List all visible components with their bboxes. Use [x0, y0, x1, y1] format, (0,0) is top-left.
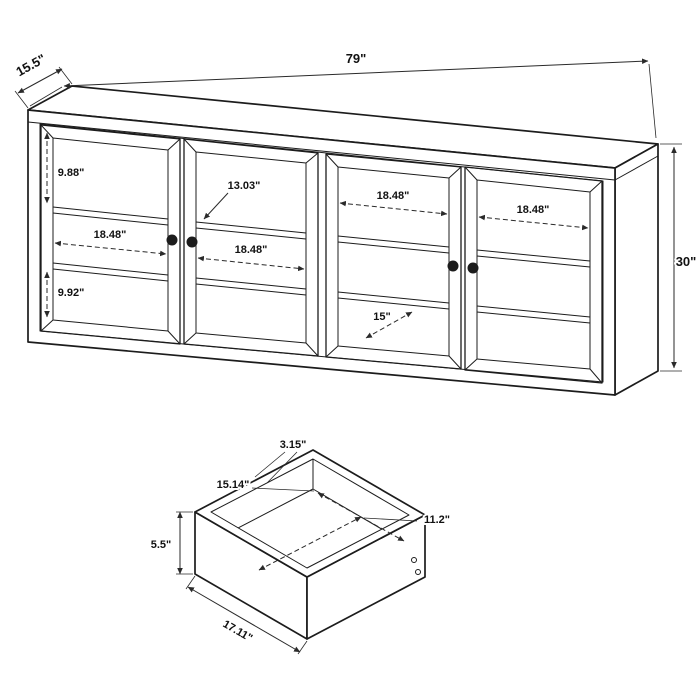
door-1-knob: [166, 234, 178, 246]
door-4-knob: [467, 262, 479, 274]
drawer-body: [194, 449, 426, 640]
door-2: [183, 138, 319, 357]
drawer-interior-width-label: 15.14": [217, 479, 250, 491]
dowel-hole-1: [411, 557, 417, 563]
door-1-shelf-lines: [52, 206, 169, 282]
interior-depth-label: 15": [373, 311, 390, 323]
dim-overall-width: 79": [29, 49, 657, 139]
top-slab-fascia-line: [27, 121, 616, 181]
door-3-knob: [447, 260, 459, 272]
dim-opening2-width: 18.48": [197, 242, 305, 272]
drawer-figure: 3.15" 15.14" 11.2" 5.5" 17.11": [149, 437, 452, 655]
door-2-knob: [186, 236, 198, 248]
dim-overall-height: 30": [660, 143, 698, 372]
dim-drawer-wall-thickness: 3.15": [254, 437, 308, 484]
dim-drawer-interior-depth: 11.2": [258, 512, 452, 571]
drawer-wall-thickness-label: 3.15": [280, 439, 307, 451]
dim-opening1-width: 18.48": [54, 227, 167, 257]
cabinet-front-face: [27, 109, 616, 396]
drawer-interior-depth-label: 11.2": [424, 514, 450, 526]
dim-upper-opening-height: 9.88": [44, 132, 86, 204]
door-4: [464, 166, 603, 384]
top-slab-side-line: [614, 155, 659, 181]
dim-opening3-width: 18.48": [339, 188, 448, 217]
dim-drawer-height: 5.5": [149, 511, 193, 575]
dim-opening4-width: 18.48": [478, 202, 589, 231]
drawer-floor: [211, 488, 409, 568]
door-3-shelf-lines: [337, 235, 450, 310]
dim-lower-opening-height: 9.92": [44, 271, 86, 318]
drawer-interior: [211, 459, 409, 568]
dowel-hole-2: [415, 569, 421, 575]
door-3: [325, 153, 462, 370]
dim-interior-depth: 15": [365, 309, 413, 339]
dim-shelf-depth: 13.03": [203, 178, 262, 220]
cabinet-figure: 79" 15.5" 30" 9.88" 9.92" 13.03": [11, 49, 698, 396]
opening4-width-label: 18.48": [517, 204, 550, 216]
opening1-width-label: 18.48": [94, 229, 127, 241]
opening2-width-label: 18.48": [235, 244, 268, 256]
door-1: [40, 124, 181, 345]
shelf-depth-label: 13.03": [228, 180, 261, 192]
lower-opening-height-label: 9.92": [58, 287, 85, 299]
cabinet-depth-label: 15.5": [13, 51, 48, 79]
cabinet-body: [27, 85, 659, 396]
cabinet-height-label: 30": [676, 254, 697, 269]
cabinet-right-face: [614, 143, 659, 396]
door-2-shelf-lines: [195, 221, 307, 296]
cabinet-width-label: 79": [346, 51, 367, 66]
upper-opening-height-label: 9.88": [58, 167, 85, 179]
door-4-shelf-lines: [476, 249, 591, 324]
drawer-height-label: 5.5": [151, 539, 172, 551]
opening3-width-label: 18.48": [377, 190, 410, 202]
